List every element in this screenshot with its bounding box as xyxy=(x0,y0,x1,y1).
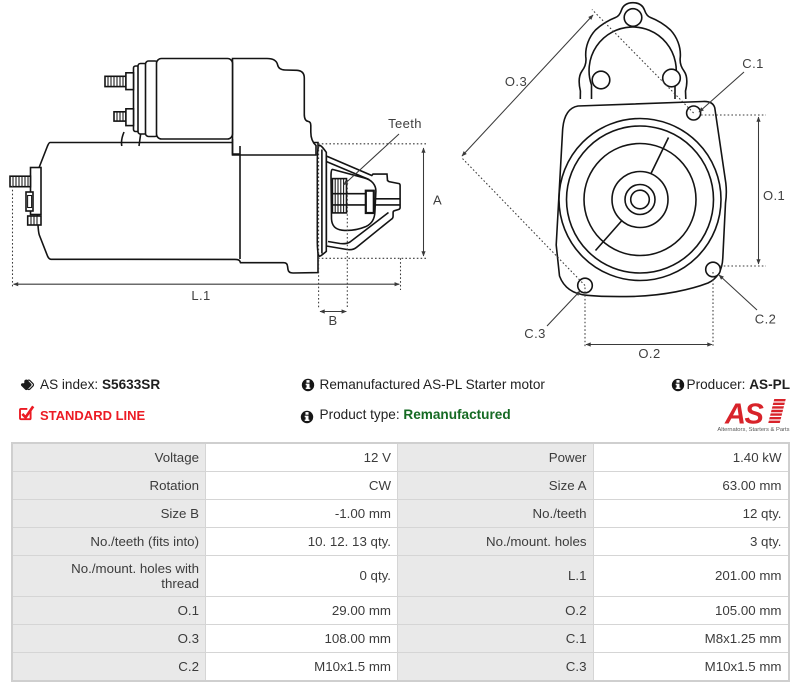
svg-text:O.2: O.2 xyxy=(638,346,660,361)
svg-text:Alternators, Starters & Parts: Alternators, Starters & Parts xyxy=(717,427,789,433)
svg-text:C.3: C.3 xyxy=(524,326,545,341)
svg-text:B: B xyxy=(328,313,337,328)
svg-text:L.1: L.1 xyxy=(191,288,210,303)
svg-text:AS: AS xyxy=(724,399,764,431)
svg-text:C.1: C.1 xyxy=(742,56,763,71)
svg-text:O.3: O.3 xyxy=(505,74,527,89)
svg-text:Teeth: Teeth xyxy=(388,116,422,131)
svg-text:C.2: C.2 xyxy=(755,312,776,327)
svg-text:A: A xyxy=(433,193,442,208)
svg-text:O.1: O.1 xyxy=(763,188,785,203)
